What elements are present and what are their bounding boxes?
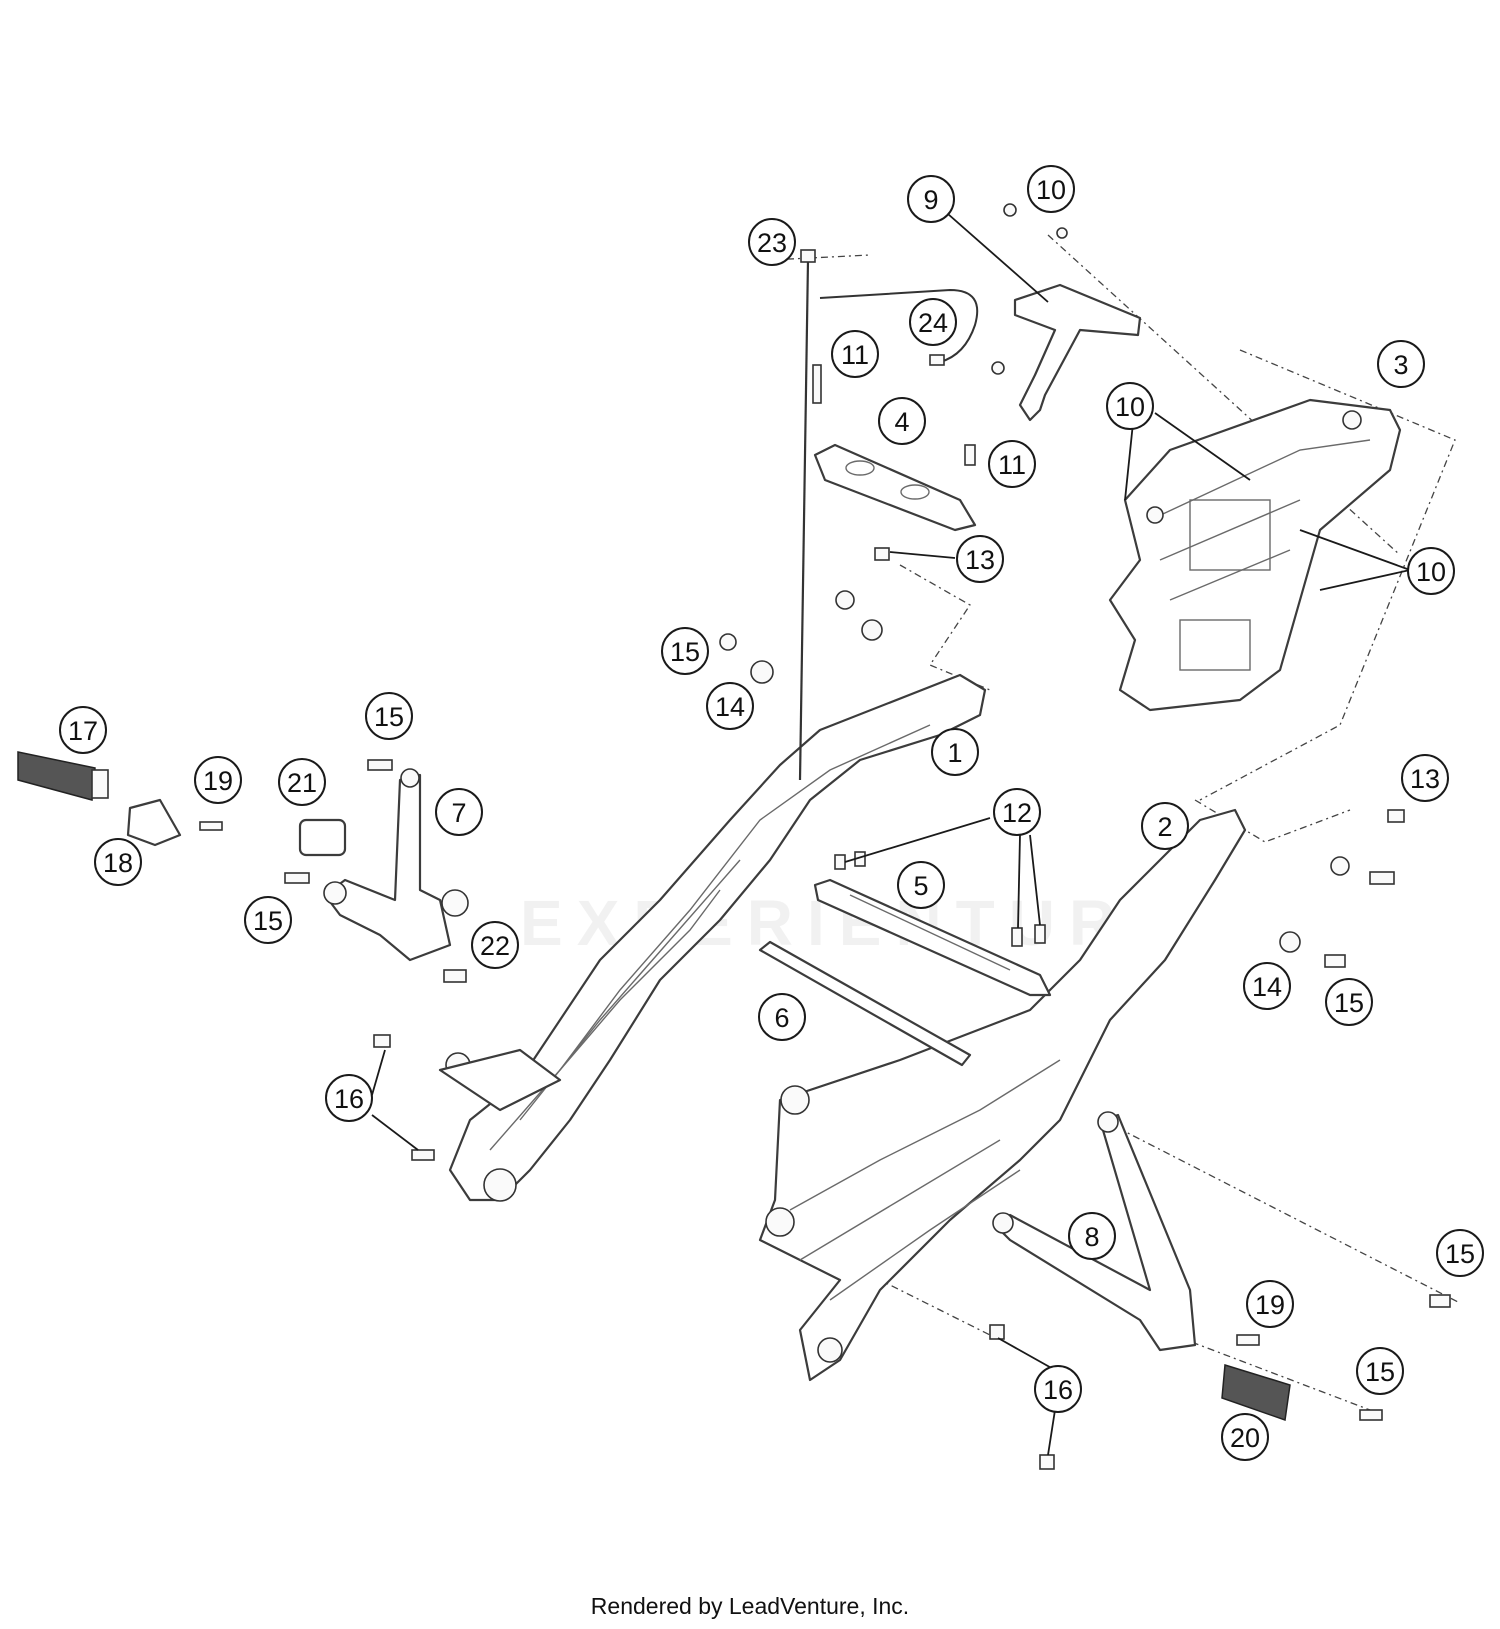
callout-3: 3 <box>1377 340 1425 388</box>
svg-text:21: 21 <box>287 768 317 798</box>
callout-16-a: 16 <box>325 1074 373 1122</box>
svg-text:20: 20 <box>1230 1423 1260 1453</box>
part-3-rear-bracket <box>1108 398 1402 712</box>
svg-text:15: 15 <box>253 906 283 936</box>
callout-4: 4 <box>878 397 926 445</box>
svg-text:10: 10 <box>1115 392 1145 422</box>
callout-15-b: 15 <box>365 692 413 740</box>
svg-text:8: 8 <box>1084 1222 1099 1252</box>
svg-text:14: 14 <box>1252 972 1282 1002</box>
part-6-rod <box>758 940 972 1067</box>
svg-text:22: 22 <box>480 931 510 961</box>
svg-text:12: 12 <box>1002 798 1032 828</box>
callout-20: 20 <box>1221 1413 1269 1461</box>
svg-text:16: 16 <box>1043 1375 1073 1405</box>
callout-19-b: 19 <box>1246 1280 1294 1328</box>
svg-text:2: 2 <box>1157 812 1172 842</box>
callout-14-b: 14 <box>1243 962 1291 1010</box>
svg-text:15: 15 <box>670 637 700 667</box>
callout-2: 2 <box>1141 802 1189 850</box>
svg-text:19: 19 <box>203 766 233 796</box>
callout-11-b: 11 <box>988 440 1036 488</box>
callout-15-f: 15 <box>1356 1347 1404 1395</box>
callout-18: 18 <box>94 838 142 886</box>
svg-text:15: 15 <box>1334 988 1364 1018</box>
svg-text:14: 14 <box>715 692 745 722</box>
svg-text:10: 10 <box>1036 175 1066 205</box>
svg-text:15: 15 <box>1365 1357 1395 1387</box>
hardware <box>199 203 1451 1470</box>
callout-15-c: 15 <box>244 896 292 944</box>
callout-6: 6 <box>758 993 806 1041</box>
svg-text:23: 23 <box>757 228 787 258</box>
callout-10-c: 10 <box>1407 547 1455 595</box>
callout-8: 8 <box>1068 1212 1116 1260</box>
svg-text:1: 1 <box>947 738 962 768</box>
svg-text:7: 7 <box>451 798 466 828</box>
leader-lines <box>371 213 1411 1456</box>
callout-14-a: 14 <box>706 682 754 730</box>
callout-13-b: 13 <box>1401 754 1449 802</box>
callout-7: 7 <box>435 788 483 836</box>
callout-22: 22 <box>471 921 519 969</box>
svg-text:18: 18 <box>103 848 133 878</box>
callout-16-b: 16 <box>1034 1365 1082 1413</box>
svg-text:9: 9 <box>923 185 938 215</box>
callout-21: 21 <box>278 758 326 806</box>
callout-15-a: 15 <box>661 627 709 675</box>
part-9-upper-bracket <box>1013 283 1142 422</box>
svg-text:3: 3 <box>1393 350 1408 380</box>
callout-10-b: 10 <box>1106 382 1154 430</box>
part-8-right-bracket <box>992 1111 1197 1352</box>
svg-text:15: 15 <box>1445 1239 1475 1269</box>
svg-text:11: 11 <box>998 450 1026 480</box>
part-21-bushing <box>298 818 347 857</box>
part-20-right-footpeg <box>1221 1364 1291 1422</box>
part-7-left-bracket <box>323 768 469 962</box>
callout-1: 1 <box>931 728 979 776</box>
callout-13-a: 13 <box>956 535 1004 583</box>
svg-text:17: 17 <box>68 716 98 746</box>
svg-text:15: 15 <box>374 702 404 732</box>
part-23-long-bolt <box>798 249 816 781</box>
part-17-left-footpeg <box>17 751 109 801</box>
callout-11-a: 11 <box>831 330 879 378</box>
callout-17: 17 <box>59 706 107 754</box>
callout-19-a: 19 <box>194 756 242 804</box>
svg-text:10: 10 <box>1416 557 1446 587</box>
part-5-crossmember <box>813 878 1052 997</box>
part-18-adapter <box>126 798 182 847</box>
part-24-cable <box>819 288 979 366</box>
callout-12: 12 <box>993 788 1041 836</box>
callout-15-d: 15 <box>1325 978 1373 1026</box>
callout-24: 24 <box>909 298 957 346</box>
footer-credit: Rendered by LeadVenture, Inc. <box>590 1593 910 1619</box>
svg-text:4: 4 <box>894 407 909 437</box>
svg-text:11: 11 <box>841 340 869 370</box>
callout-9: 9 <box>907 175 955 223</box>
part-4-plate <box>813 443 977 532</box>
callout-10-a: 10 <box>1027 165 1075 213</box>
callout-5: 5 <box>897 861 945 909</box>
callout-23: 23 <box>748 218 796 266</box>
svg-text:16: 16 <box>334 1084 364 1114</box>
svg-text:5: 5 <box>913 871 928 901</box>
svg-text:13: 13 <box>1410 764 1440 794</box>
part-1-left-frame <box>438 673 987 1202</box>
callout-15-e: 15 <box>1436 1229 1484 1277</box>
svg-text:19: 19 <box>1255 1290 1285 1320</box>
svg-text:6: 6 <box>774 1003 789 1033</box>
svg-text:24: 24 <box>918 308 948 338</box>
svg-text:13: 13 <box>965 545 995 575</box>
part-2-right-frame <box>758 808 1247 1382</box>
